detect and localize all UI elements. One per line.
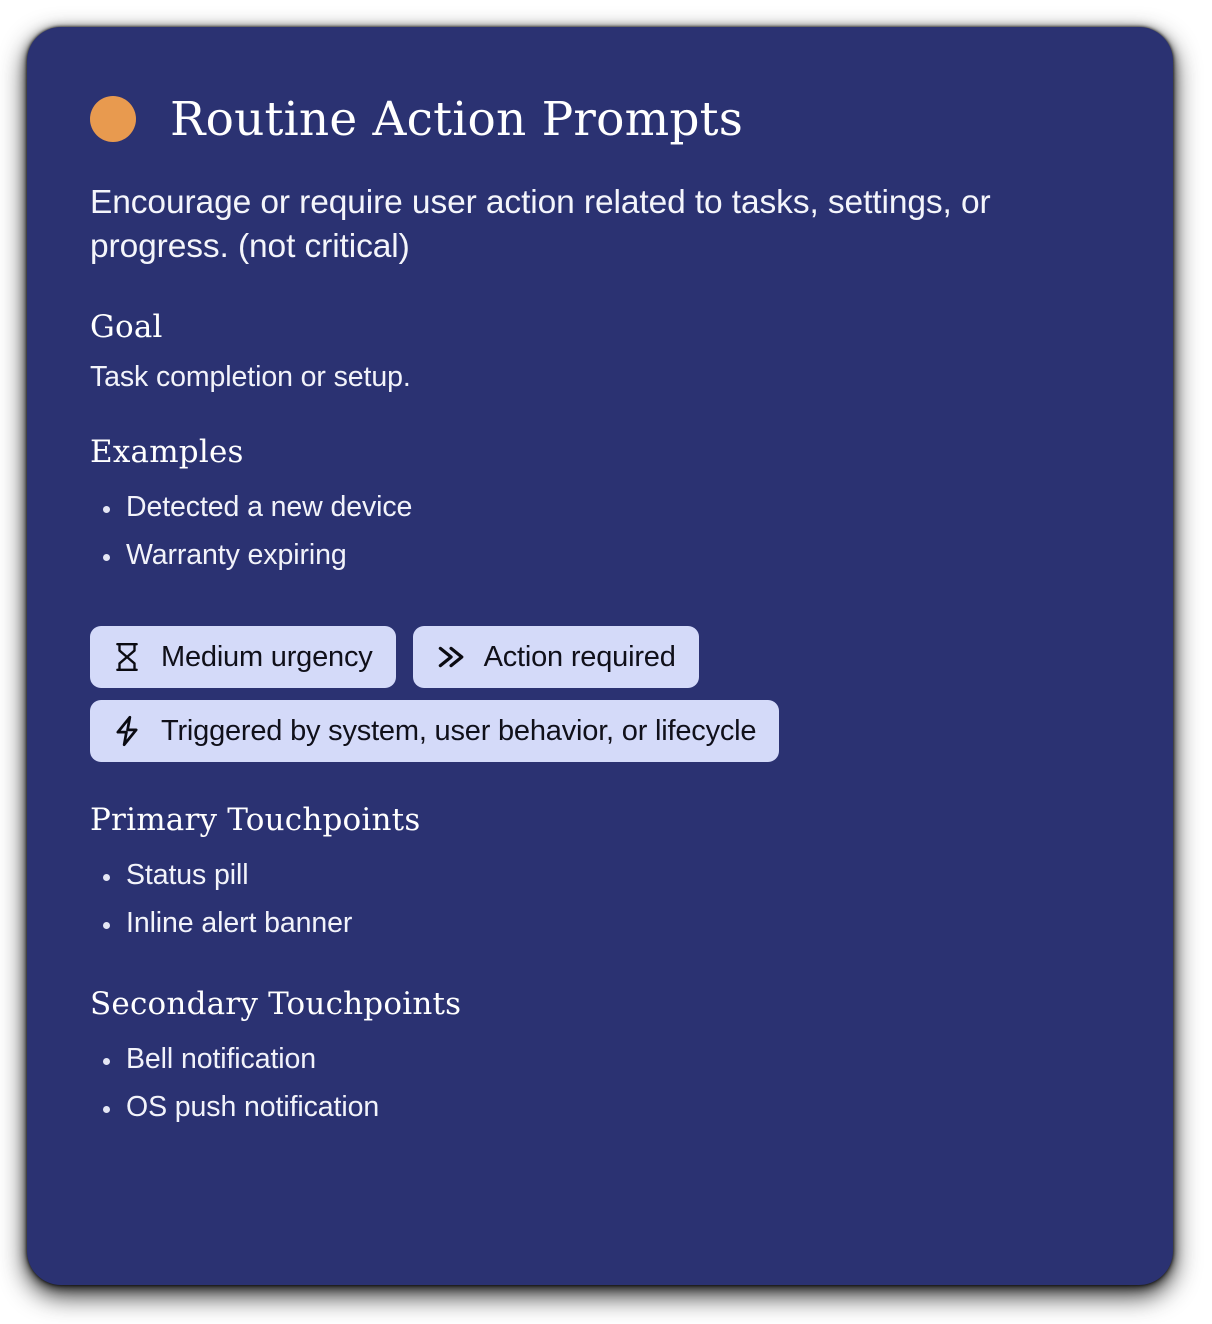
primary-touchpoints-section: Primary Touchpoints Status pill Inline a… [90,802,1129,948]
primary-touchpoints-list: Status pill Inline alert banner [90,852,1129,948]
goal-text: Task completion or setup. [90,361,411,394]
list-item: Detected a new device [90,484,1129,532]
orange-dot-icon [90,96,136,142]
pill-label: Triggered by system, user behavior, or l… [161,714,757,747]
attribute-pill-row-2: Triggered by system, user behavior, or l… [90,700,1129,763]
list-item: Warranty expiring [90,532,1129,580]
examples-list: Detected a new device Warranty expiring [90,484,1129,580]
primary-touchpoints-heading: Primary Touchpoints [90,802,421,839]
list-item: Inline alert banner [90,900,1129,948]
pill-action-required[interactable]: Action required [412,626,699,689]
secondary-touchpoints-section: Secondary Touchpoints Bell notification … [90,986,1129,1132]
goal-section: Goal Task completion or setup. [90,309,1129,394]
pill-label: Medium urgency [161,640,373,673]
list-item: OS push notification [90,1084,1129,1132]
examples-heading: Examples [90,434,244,471]
pill-medium-urgency[interactable]: Medium urgency [90,626,396,689]
hourglass-icon [110,640,144,674]
goal-heading: Goal [90,309,163,346]
attribute-pill-row-1: Medium urgency Action required [90,626,1129,689]
list-item: Bell notification [90,1036,1129,1084]
pill-label: Action required [483,640,676,673]
card-description: Encourage or require user action related… [90,184,991,266]
pill-trigger-source[interactable]: Triggered by system, user behavior, or l… [90,700,780,763]
page-title: Routine Action Prompts [170,91,744,147]
card-header: Routine Action Prompts [90,83,1129,155]
attribute-pill-group: Medium urgency Action required [90,626,1129,763]
list-item: Status pill [90,852,1129,900]
double-chevron-right-icon [433,640,467,674]
lightning-bolt-icon [110,714,144,748]
examples-section: Examples Detected a new device Warranty … [90,434,1129,580]
secondary-touchpoints-heading: Secondary Touchpoints [90,985,462,1022]
card-content: Routine Action Prompts Encourage or requ… [90,83,1129,1132]
secondary-touchpoints-list: Bell notification OS push notification [90,1036,1129,1132]
routine-action-prompts-card: Routine Action Prompts Encourage or requ… [27,27,1173,1285]
